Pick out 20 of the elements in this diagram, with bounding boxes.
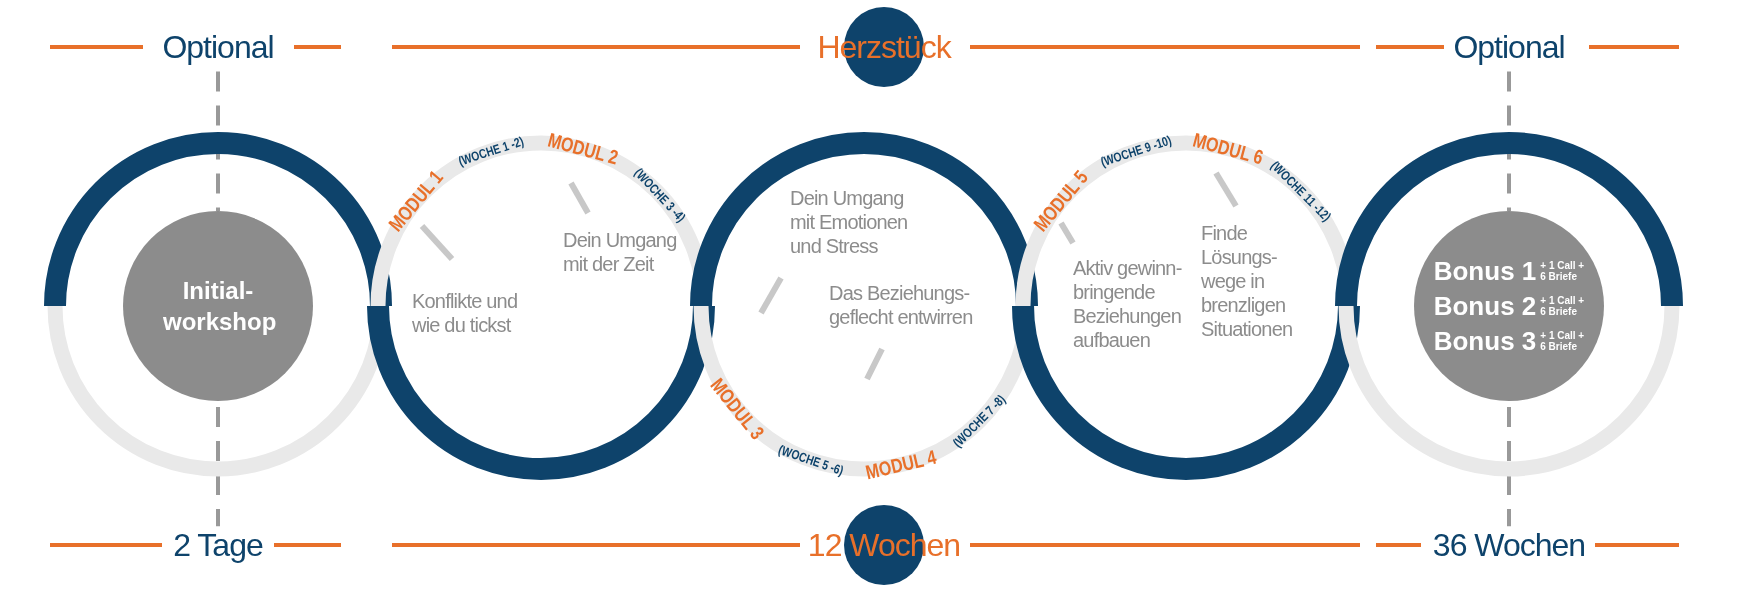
dashed-connector xyxy=(1507,407,1511,527)
module-title: MODUL 4 xyxy=(863,445,939,485)
dashed-connector xyxy=(1507,71,1511,211)
bonus-detail: + 1 Call + 6 Briefe xyxy=(1540,330,1585,352)
week-range: (WOCHE 5 -6) xyxy=(776,442,846,479)
topic-text: Finde Lösungs- wege in brenzligen Situationen xyxy=(1201,221,1294,341)
module-title: MODUL 6 xyxy=(1190,128,1266,169)
topic-text: Aktiv gewinn- bringende Beziehungen aufbauen xyxy=(1073,256,1183,352)
topic-text: Dein Umgang mit Emotionen und Stress xyxy=(790,186,909,258)
bonus-title: Bonus 3 xyxy=(1433,325,1537,357)
bonus-title: Bonus 1 xyxy=(1433,255,1537,287)
module-title: MODUL 2 xyxy=(545,128,621,169)
bonus-title: Bonus 2 xyxy=(1433,290,1537,322)
dashed-connector xyxy=(216,407,220,527)
dashed-connector xyxy=(216,71,220,211)
bonus-detail: + 1 Call + 6 Briefe xyxy=(1540,295,1585,317)
topic-text: Das Beziehungs- geflecht entwirren xyxy=(829,281,974,329)
bonus-detail: + 1 Call + 6 Briefe xyxy=(1540,260,1585,282)
topic-text: Dein Umgang mit der Zeit xyxy=(563,228,678,276)
topic-text: Konflikte und wie du tickst xyxy=(412,289,519,337)
